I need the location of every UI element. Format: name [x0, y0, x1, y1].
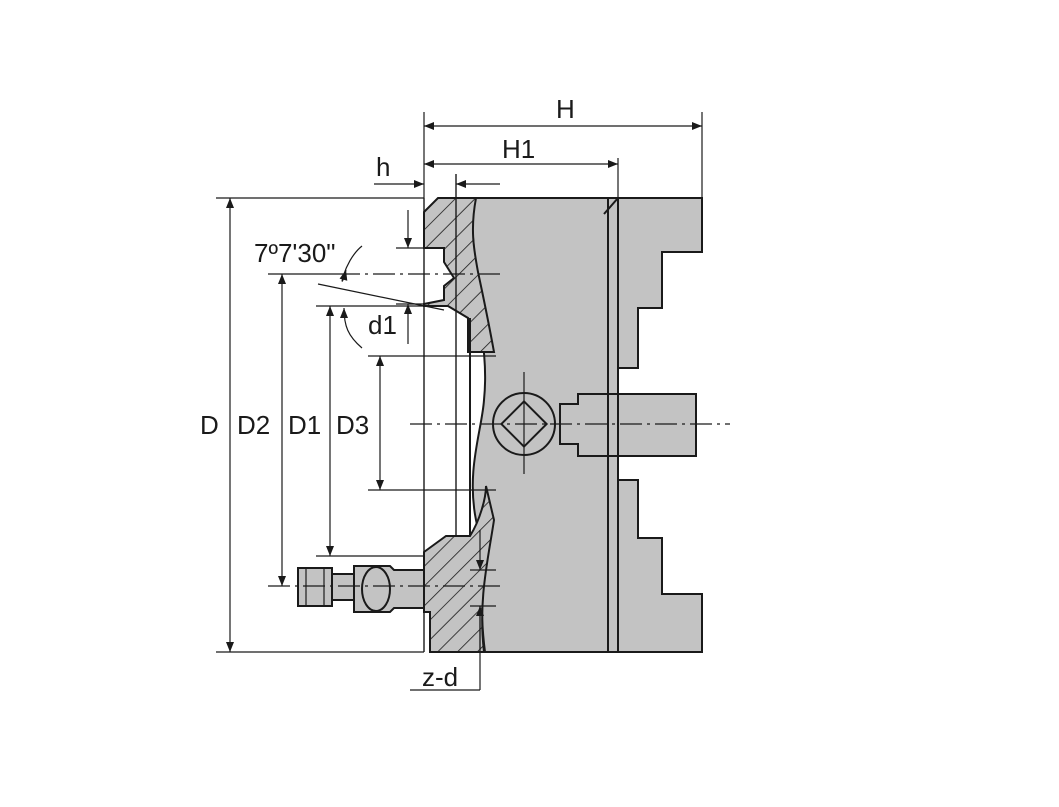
- mounting-bolt: [297, 565, 425, 613]
- label-H: H: [556, 94, 575, 124]
- label-d1: d1: [368, 310, 397, 340]
- label-D1: D1: [288, 410, 321, 440]
- label-h: h: [376, 152, 390, 182]
- dimension-arrows: [226, 122, 702, 652]
- label-z-d: z-d: [422, 662, 458, 692]
- label-H1: H1: [502, 134, 535, 164]
- label-D2: D2: [237, 410, 270, 440]
- label-angle: 7º7'30": [254, 238, 336, 268]
- section-upper: [423, 197, 496, 353]
- center-lines: [268, 273, 730, 587]
- label-D3: D3: [336, 410, 369, 440]
- label-D: D: [200, 410, 219, 440]
